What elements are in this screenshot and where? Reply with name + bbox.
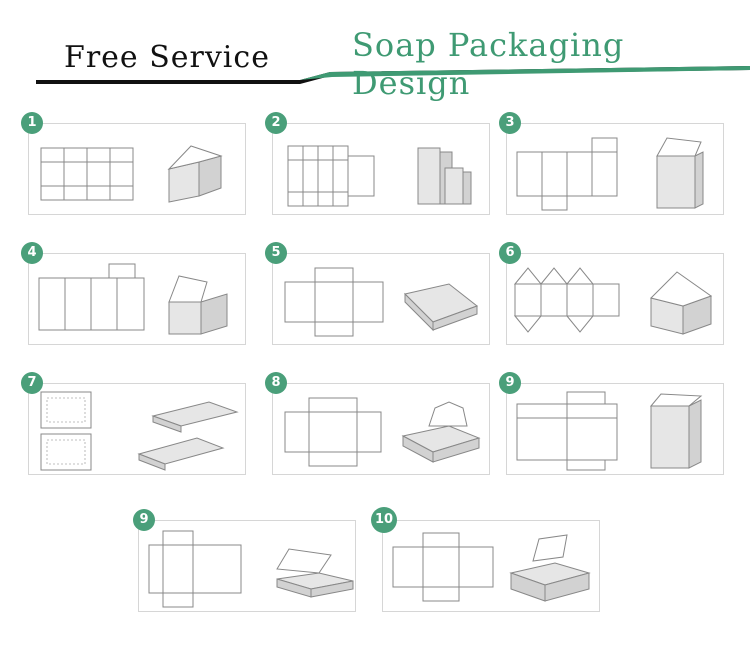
design-number-badge: 2 bbox=[265, 112, 287, 134]
box-dieline-illustration bbox=[392, 532, 591, 602]
design-number-badge: 6 bbox=[499, 242, 521, 264]
box-dieline-illustration bbox=[287, 145, 472, 207]
design-number-badge: 5 bbox=[265, 242, 287, 264]
design-card-2[interactable]: 2 bbox=[265, 112, 490, 215]
design-card-5[interactable]: 5 bbox=[265, 242, 490, 345]
design-card-9b[interactable]: 9 bbox=[133, 509, 356, 612]
design-number-badge: 1 bbox=[21, 112, 43, 134]
design-number-badge: 3 bbox=[499, 112, 521, 134]
box-dieline-illustration bbox=[148, 530, 354, 608]
design-number-badge: 4 bbox=[21, 242, 43, 264]
box-dieline-illustration bbox=[513, 267, 713, 335]
header-rule bbox=[36, 66, 750, 84]
box-dieline-illustration bbox=[516, 137, 704, 211]
design-card-8[interactable]: 8 bbox=[265, 372, 490, 475]
box-dieline-illustration bbox=[516, 391, 703, 471]
design-card-1[interactable]: 1 bbox=[21, 112, 246, 215]
design-card-7[interactable]: 7 bbox=[21, 372, 246, 475]
page-header: Free Service Soap Packaging Design bbox=[0, 0, 750, 102]
soap-packaging-design-title: Soap Packaging Design bbox=[352, 26, 625, 102]
design-number-badge: 9 bbox=[133, 509, 155, 531]
box-dieline-illustration bbox=[40, 145, 223, 203]
free-service-title: Free Service bbox=[64, 40, 270, 75]
design-card-9[interactable]: 9 bbox=[499, 372, 724, 475]
box-dieline-illustration bbox=[284, 267, 479, 337]
design-number-badge: 10 bbox=[371, 507, 397, 533]
design-card-4[interactable]: 4 bbox=[21, 242, 246, 345]
design-number-badge: 7 bbox=[21, 372, 43, 394]
design-number-badge: 9 bbox=[499, 372, 521, 394]
box-dieline-illustration bbox=[38, 263, 228, 335]
design-card-10[interactable]: 10 bbox=[371, 507, 600, 612]
design-number-badge: 8 bbox=[265, 372, 287, 394]
design-card-3[interactable]: 3 bbox=[499, 112, 724, 215]
box-dieline-illustration bbox=[284, 397, 481, 467]
box-dieline-illustration bbox=[40, 391, 239, 471]
design-card-6[interactable]: 6 bbox=[499, 242, 724, 345]
